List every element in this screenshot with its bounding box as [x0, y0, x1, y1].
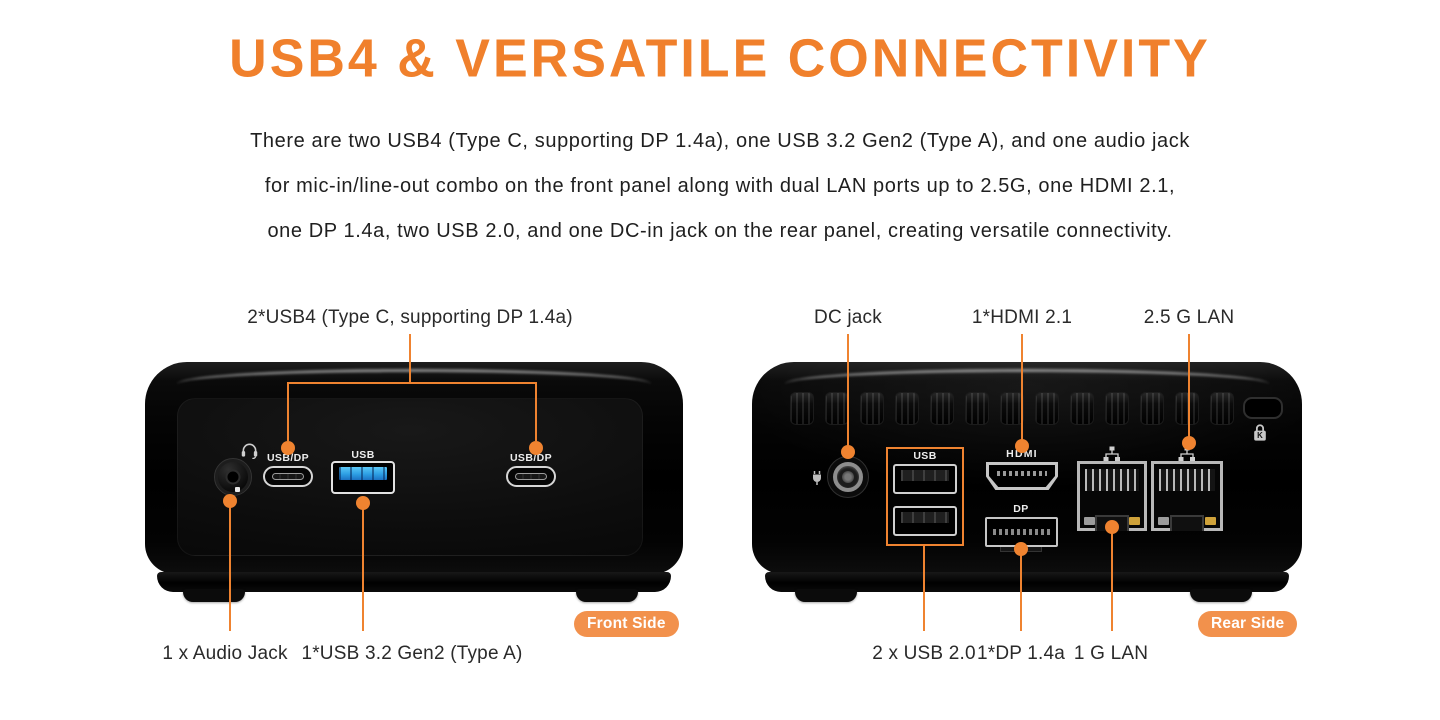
callout-line-usb4-bridge: [287, 382, 537, 384]
usb-a-port: [331, 461, 395, 494]
svg-text:K: K: [1257, 431, 1263, 440]
callout-label-usb-a: 1*USB 3.2 Gen2 (Type A): [301, 643, 523, 664]
port-label-dp: DP: [1013, 503, 1029, 515]
klock-icon: K: [1252, 423, 1268, 442]
dc-jack-pin: [842, 471, 854, 483]
callout-dot-usbc-right: [529, 441, 543, 455]
callout-line-usb4-stem: [409, 334, 411, 383]
callout-dot-dc: [841, 445, 855, 459]
port-label-usb2: USB: [913, 450, 937, 462]
usb2-tongue: [901, 470, 949, 481]
usb-c-port-right: [506, 466, 556, 487]
intro-line-2: for mic-in/line-out combo on the front p…: [264, 175, 1176, 197]
callout-line-dc: [847, 334, 849, 447]
front-foot-left: [183, 589, 245, 602]
rear-device-base: [765, 572, 1289, 592]
dp-pins: [992, 529, 1051, 535]
port-label-usbdp-right: USB/DP: [509, 452, 553, 464]
hdmi-port-inner: [989, 465, 1055, 487]
front-side-badge: Front Side: [574, 611, 679, 637]
callout-label-dc: DC jack: [814, 307, 882, 328]
lan-port-2-5g: [1151, 461, 1223, 531]
vent-slot: [1140, 392, 1164, 425]
hdmi-port: [986, 462, 1058, 490]
callout-line-lan1: [1111, 527, 1113, 631]
front-device-base: [157, 572, 671, 592]
intro-line-1: There are two USB4 (Type C, supporting D…: [250, 130, 1190, 152]
vent-slot: [860, 392, 884, 425]
rj45-tab: [1170, 515, 1204, 531]
gloss-highlight: [177, 369, 651, 399]
front-device: [145, 362, 683, 574]
vent-slot: [1210, 392, 1234, 425]
page-title: USB4 & VERSATILE CONNECTIVITY: [229, 28, 1211, 90]
port-label-usbdp-left: USB/DP: [266, 452, 310, 464]
lan-led: [1084, 517, 1095, 525]
callout-label-audio: 1 x Audio Jack: [162, 643, 288, 664]
vent-grille: [790, 392, 1234, 425]
lan-port-1g: [1077, 461, 1147, 531]
usb2-port-bottom: [893, 506, 957, 536]
kensington-lock-slot: [1243, 397, 1283, 419]
vent-slot: [825, 392, 849, 425]
vent-slot: [1070, 392, 1094, 425]
dc-jack-port: [827, 456, 869, 498]
callout-line-usb-a: [362, 503, 364, 631]
callout-label-hdmi: 1*HDMI 2.1: [971, 307, 1073, 328]
hdmi-logo: HDMI: [1006, 448, 1038, 460]
usb2-tongue: [901, 512, 949, 523]
rj45-pins: [1085, 469, 1139, 491]
usb-c-inner: [515, 473, 547, 480]
callout-line-dp: [1020, 549, 1022, 631]
callout-line-lan25: [1188, 334, 1190, 437]
usb-a-tongue: [339, 467, 387, 480]
vent-slot: [1035, 392, 1059, 425]
callout-dot-hdmi: [1015, 439, 1029, 453]
dc-power-icon: [810, 470, 824, 487]
front-panel: [177, 398, 643, 556]
lan-led: [1158, 517, 1169, 525]
intro-line-3: one DP 1.4a, two USB 2.0, and one DC-in …: [267, 220, 1173, 242]
callout-dot-lan25: [1182, 436, 1196, 450]
vent-slot: [965, 392, 989, 425]
usb-c-port-left: [263, 466, 313, 487]
callout-line-usb4-right: [535, 383, 537, 441]
rear-side-badge: Rear Side: [1198, 611, 1298, 637]
gloss-highlight: [785, 369, 1269, 399]
callout-line-usb4-left: [287, 383, 289, 441]
vent-slot: [790, 392, 814, 425]
callout-line-usb2: [923, 546, 925, 631]
port-label-usb: USB: [351, 449, 375, 461]
vent-slot: [895, 392, 919, 425]
vent-slot: [930, 392, 954, 425]
lan-icon-left: [1103, 446, 1121, 462]
callout-dot-usbc-left: [281, 441, 295, 455]
lan-led: [1129, 517, 1140, 525]
rj45-pins: [1159, 469, 1215, 491]
usb-c-inner: [272, 473, 304, 480]
lan-led: [1205, 517, 1216, 525]
callout-label-lan1: 1 G LAN: [1073, 643, 1149, 664]
hdmi-pins: [996, 471, 1048, 476]
callout-label-dp: 1*DP 1.4a: [976, 643, 1066, 664]
audio-jack-hole: [225, 469, 241, 485]
vent-slot: [1000, 392, 1024, 425]
callout-label-usb4: 2*USB4 (Type C, supporting DP 1.4a): [247, 307, 573, 328]
callout-label-lan25: 2.5 G LAN: [1143, 307, 1235, 328]
jack-highlight: [235, 487, 240, 492]
headphone-icon: [240, 442, 259, 460]
intro-paragraph: There are two USB4 (Type C, supporting D…: [0, 119, 1440, 254]
callout-line-audio: [229, 501, 231, 631]
usb2-group-outline: [886, 447, 964, 546]
rear-foot-left: [795, 589, 857, 602]
vent-slot: [1175, 392, 1199, 425]
callout-line-hdmi: [1021, 334, 1023, 440]
vent-slot: [1105, 392, 1129, 425]
usb2-port-top: [893, 464, 957, 494]
rear-foot-right: [1190, 589, 1252, 602]
front-foot-right: [576, 589, 638, 602]
audio-jack-port: [214, 458, 252, 496]
callout-label-usb2: 2 x USB 2.0: [872, 643, 976, 664]
